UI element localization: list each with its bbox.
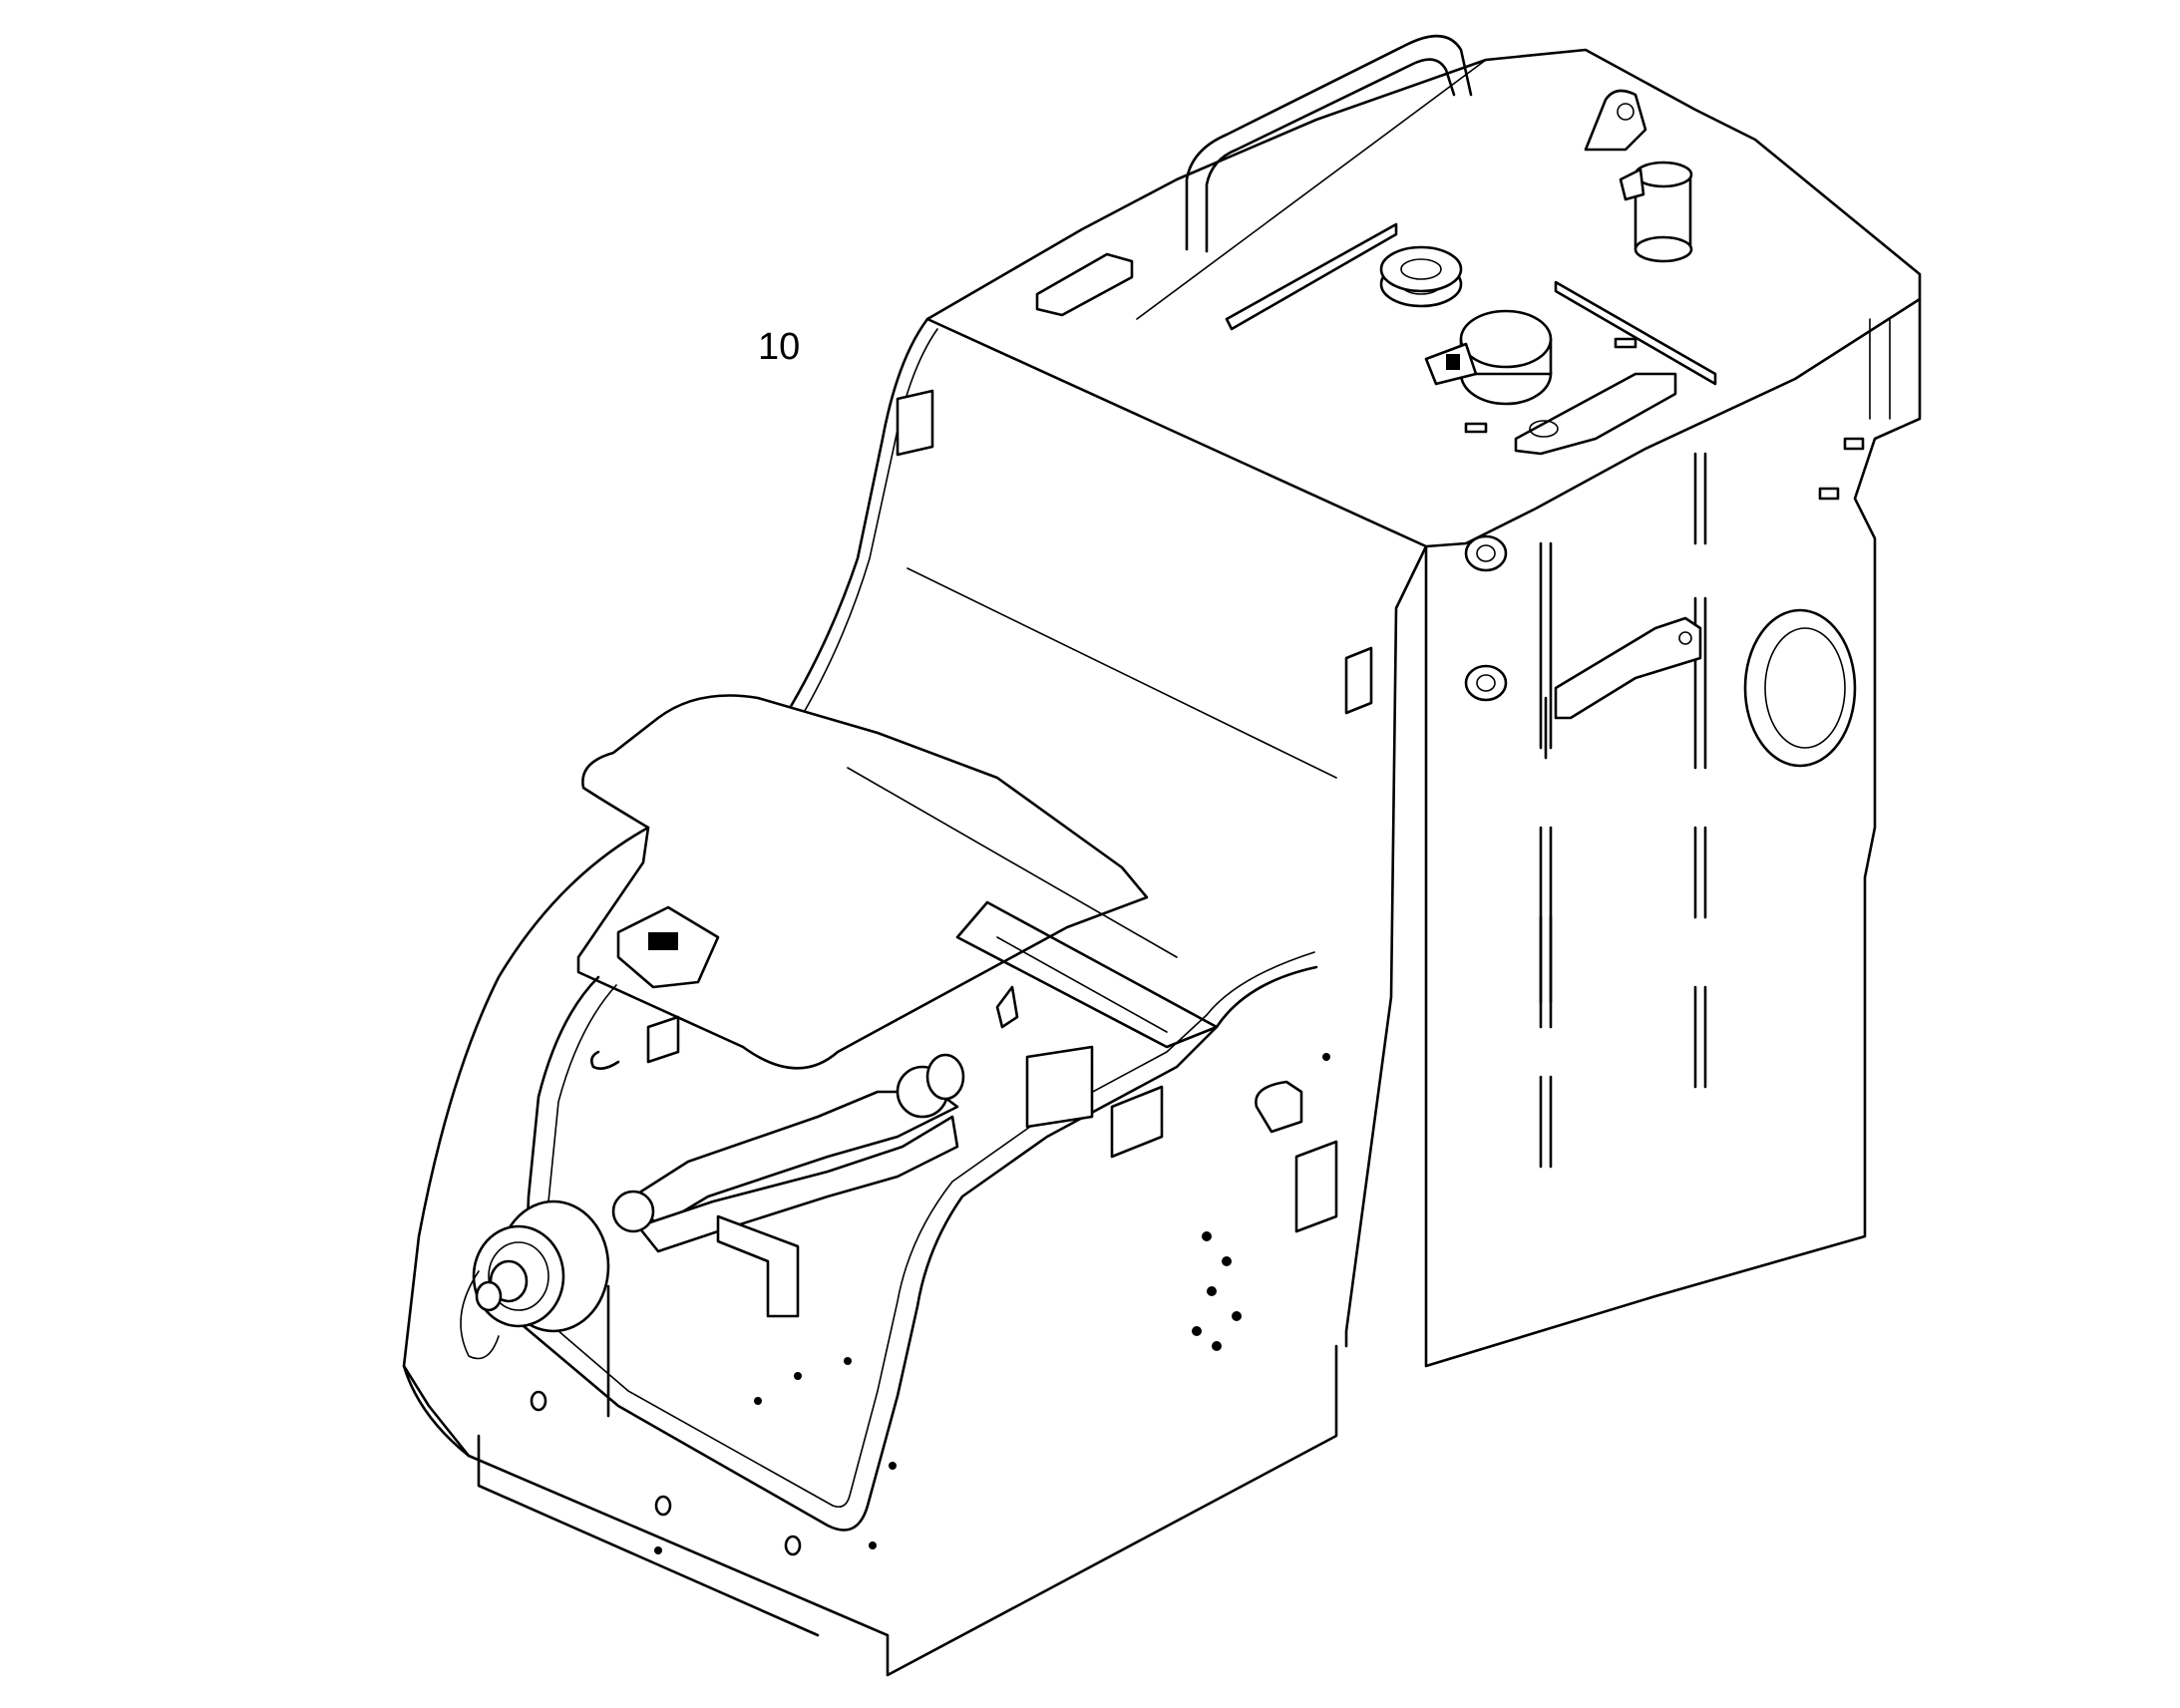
rear-body: [776, 34, 1922, 1368]
front-body: [402, 694, 1338, 1677]
callout-10: 10: [758, 326, 800, 368]
